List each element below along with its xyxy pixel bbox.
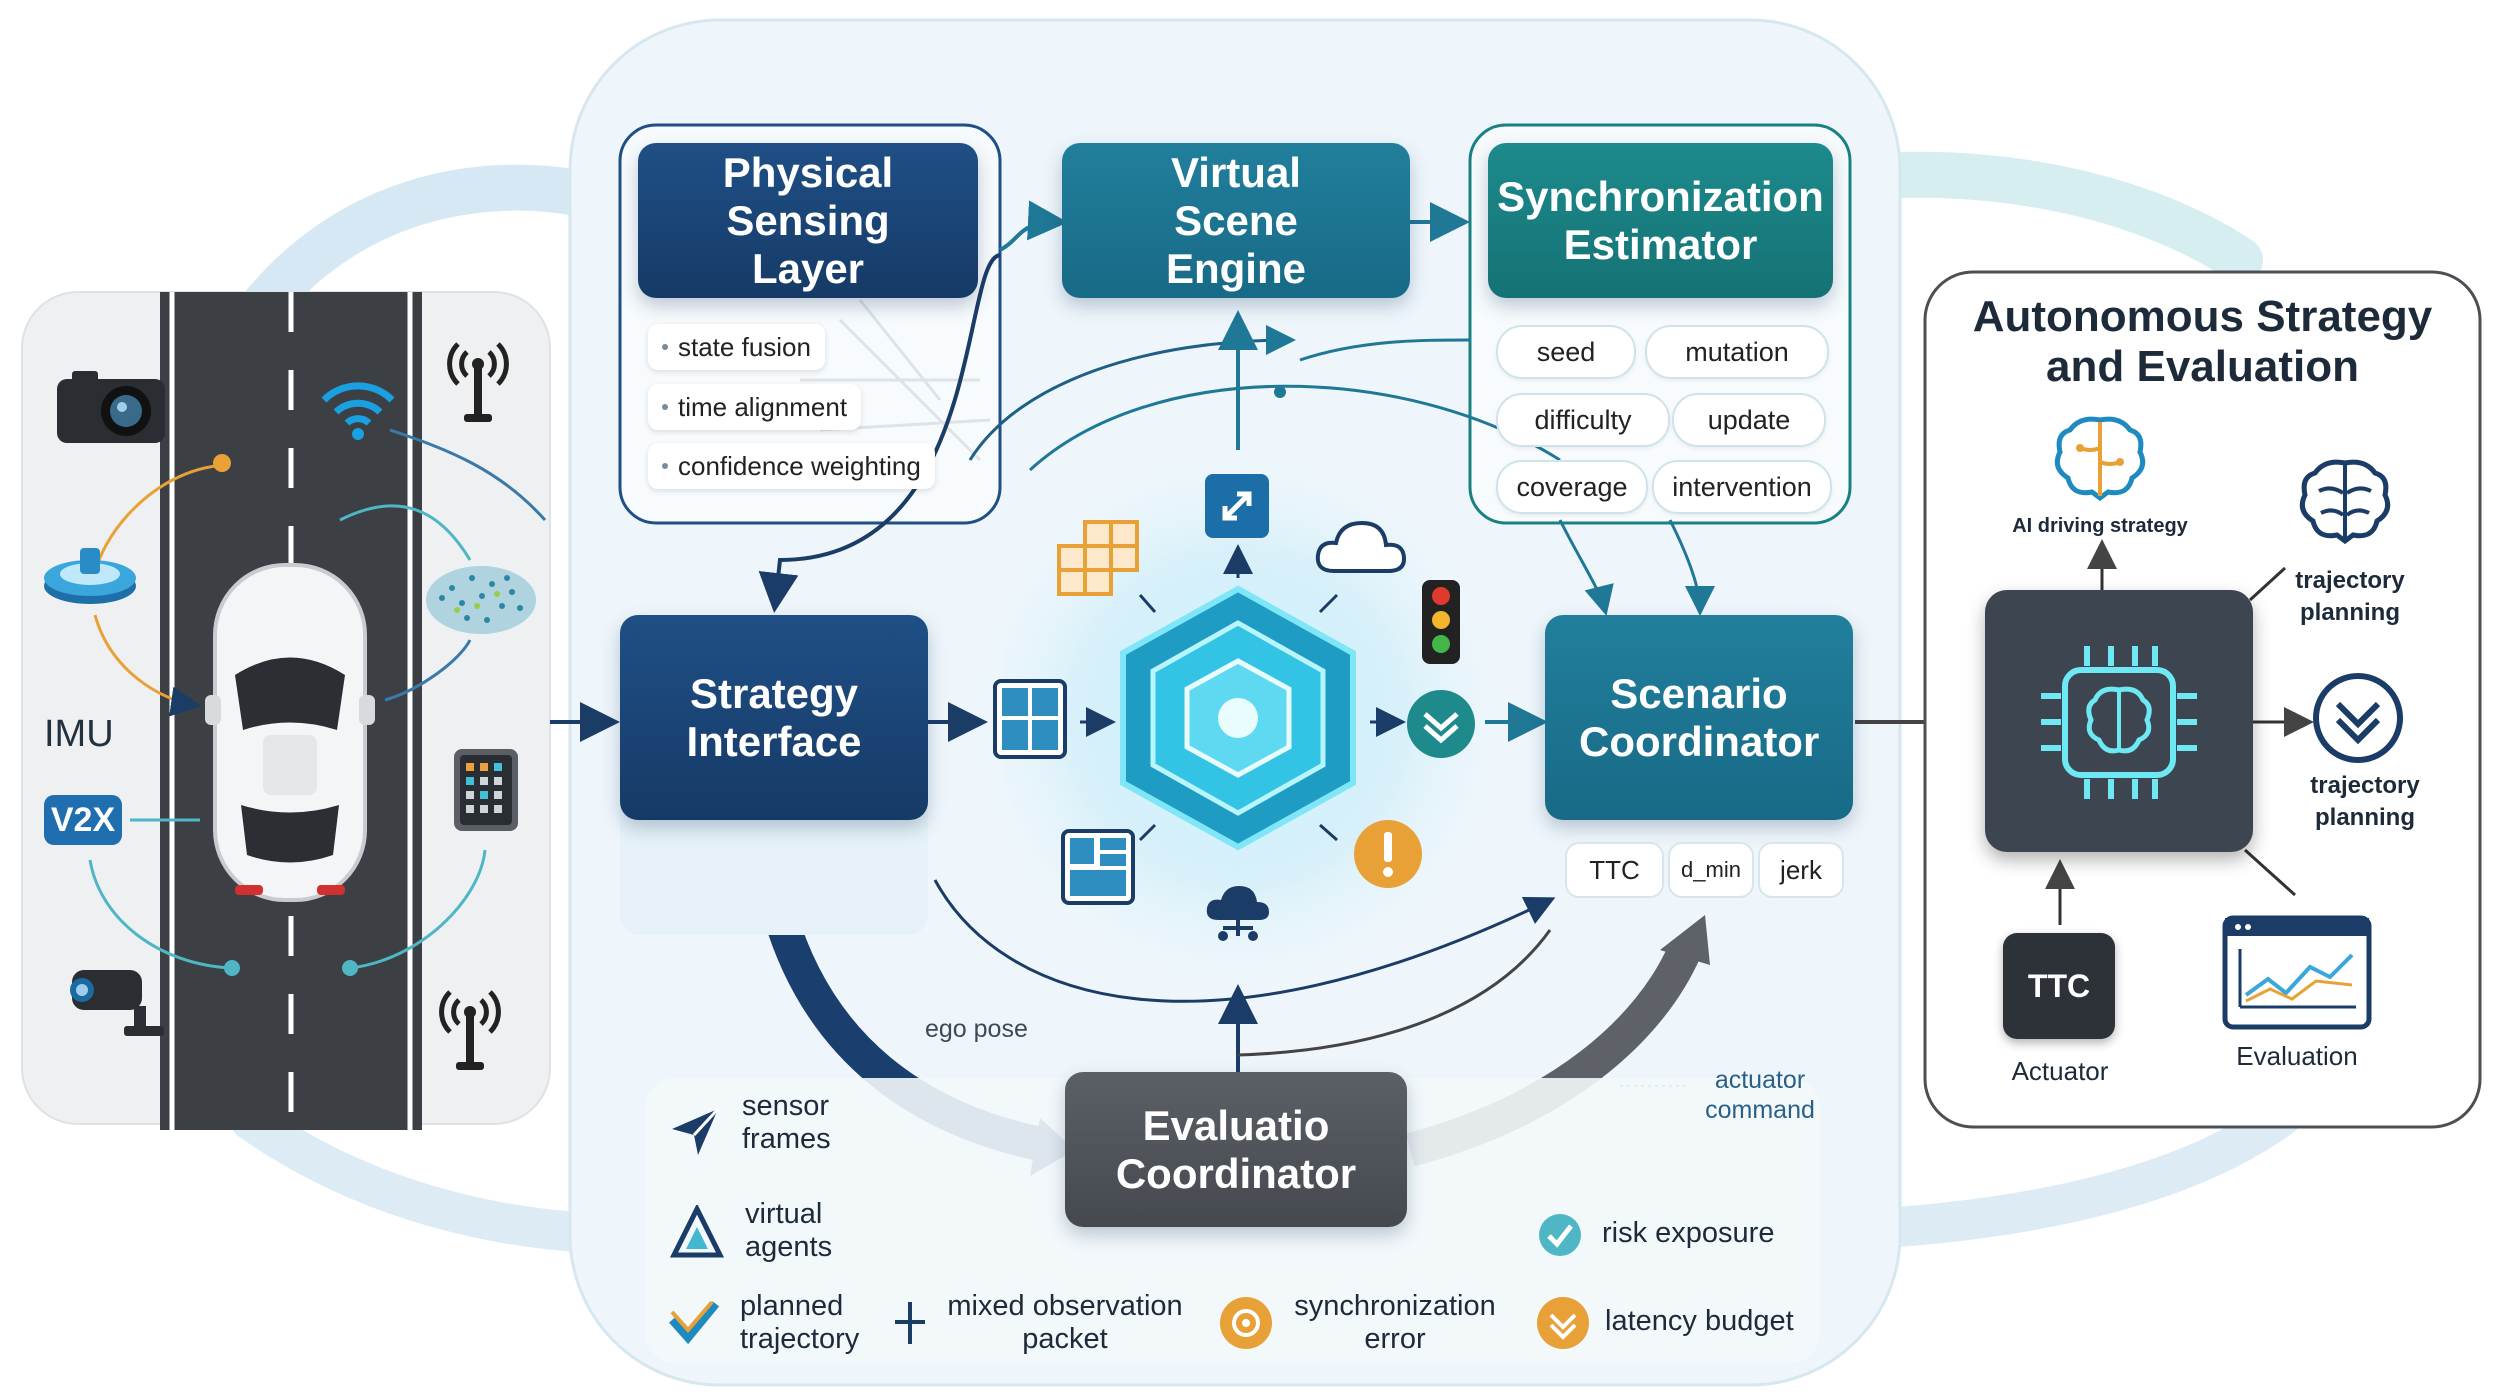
legend-sensor-frames: sensor frames xyxy=(742,1090,831,1155)
imu-label: IMU xyxy=(44,713,114,755)
sync-item-label: difficulty xyxy=(1534,404,1632,435)
security-camera-icon xyxy=(62,960,172,1040)
legend-synchronization-error: synchronization error xyxy=(1294,1290,1496,1355)
evaluation-coordinator-box[interactable]: Evaluatio Coordinator xyxy=(1065,1072,1407,1227)
cloud-network-icon xyxy=(1203,880,1273,944)
car-icon xyxy=(205,555,375,910)
sync-item-difficulty: difficulty xyxy=(1496,393,1670,447)
chip-icon xyxy=(2035,640,2203,805)
antenna-icon xyxy=(438,332,518,426)
synchronization-estimator-label: Synchronization Estimator xyxy=(1497,172,1824,268)
virtual-scene-engine-label: Virtual Scene Engine xyxy=(1165,148,1306,292)
actuator-label: Actuator xyxy=(2011,1056,2109,1086)
point-cloud-icon xyxy=(422,548,540,644)
bullet-dot xyxy=(662,404,668,410)
sync-item-seed: seed xyxy=(1496,325,1636,379)
latency-budget-icon xyxy=(1535,1295,1591,1351)
evaluation-label: Evaluation xyxy=(2236,1041,2358,1071)
virtual-agents-icon xyxy=(669,1203,725,1263)
lidar-icon xyxy=(40,530,140,610)
sensing-item-label: time alignment xyxy=(678,391,848,422)
synchronization-estimator-box[interactable]: Synchronization Estimator xyxy=(1488,143,1833,298)
brain-outline-icon xyxy=(2295,455,2395,551)
mixed-observation-icon xyxy=(893,1300,927,1346)
virtual-scene-engine-box[interactable]: Virtual Scene Engine xyxy=(1062,143,1410,298)
metric-d-min: d_min xyxy=(1668,842,1754,898)
sync-item-label: intervention xyxy=(1672,471,1812,502)
traffic-light-icon xyxy=(1418,578,1464,670)
bullet-dot xyxy=(662,463,668,469)
chart-icon xyxy=(2222,915,2372,1030)
expand-icon xyxy=(1203,472,1271,540)
blocks-icon xyxy=(1055,518,1143,602)
sync-item-mutation: mutation xyxy=(1645,325,1829,379)
synchronization-error-icon xyxy=(1218,1295,1274,1351)
grid-icon xyxy=(992,678,1068,760)
evaluation-coordinator-label: Evaluatio Coordinator xyxy=(1115,1101,1357,1197)
check-down-icon xyxy=(1405,688,1477,760)
legend-latency-budget: latency budget xyxy=(1605,1305,1794,1337)
dashboard-icon xyxy=(450,745,522,835)
warning-icon xyxy=(1352,818,1424,890)
planned-trajectory-icon xyxy=(668,1300,720,1345)
sync-item-coverage: coverage xyxy=(1496,460,1648,514)
strategy-interface-box[interactable]: Strategy Interface xyxy=(620,615,928,820)
hexagon-core-icon xyxy=(1113,583,1363,853)
trajectory-check-icon xyxy=(2310,670,2406,766)
sync-item-label: update xyxy=(1707,404,1791,435)
sync-item-label: coverage xyxy=(1516,471,1628,502)
v2x-label: V2X xyxy=(50,800,116,839)
risk-exposure-icon xyxy=(1537,1212,1583,1258)
sensing-item-state-fusion: state fusion xyxy=(648,324,825,370)
ttc-chip: TTC xyxy=(2003,933,2115,1039)
scenario-coordinator-label: Scenario Coordinator xyxy=(1579,669,1820,765)
cloud-icon xyxy=(1312,515,1408,577)
sensing-item-label: state fusion xyxy=(678,331,811,362)
strategy-interface-label: Strategy Interface xyxy=(686,669,862,765)
v2x-badge: V2X xyxy=(44,795,122,845)
legend-planned-trajectory: planned trajectory xyxy=(740,1290,860,1355)
sync-item-label: mutation xyxy=(1685,336,1789,367)
camera-icon xyxy=(52,365,170,447)
ai-driving-strategy-label: AI driving strategy xyxy=(2012,515,2188,537)
wifi-icon xyxy=(318,372,398,442)
physical-sensing-layer-label: Physical Sensing Layer xyxy=(722,148,894,292)
sensing-item-label: confidence weighting xyxy=(678,450,921,481)
physical-sensing-layer-box[interactable]: Physical Sensing Layer xyxy=(638,143,978,298)
layout-icon xyxy=(1060,828,1136,906)
sync-item-intervention: intervention xyxy=(1652,460,1832,514)
sensor-frames-icon xyxy=(668,1105,722,1159)
ttc-chip-label: TTC xyxy=(2027,967,2091,1004)
metric-label: d_min xyxy=(1681,857,1741,882)
legend-virtual-agents: virtual agents xyxy=(745,1198,833,1263)
metric-ttc: TTC xyxy=(1565,842,1664,898)
actuator-command-label: actuator command xyxy=(1705,1066,1815,1124)
ego-pose-label: ego pose xyxy=(925,1015,1028,1043)
trajectory-planning-label-1: trajectory planning xyxy=(2295,567,2405,626)
antenna-icon-bottom xyxy=(430,980,510,1074)
sensing-item-confidence-weighting: confidence weighting xyxy=(648,443,935,489)
legend-mixed-observation-packet: mixed observation packet xyxy=(947,1290,1183,1355)
brain-icon xyxy=(2050,412,2150,502)
bullet-dot xyxy=(662,344,668,350)
metric-label: jerk xyxy=(1780,854,1822,885)
right-panel-title: Autonomous Strategy and Evaluation xyxy=(1972,292,2433,391)
legend-risk-exposure: risk exposure xyxy=(1602,1217,1775,1249)
metric-label: TTC xyxy=(1589,854,1640,885)
sync-item-label: seed xyxy=(1536,336,1596,367)
scenario-coordinator-box[interactable]: Scenario Coordinator xyxy=(1545,615,1853,820)
sensing-item-time-alignment: time alignment xyxy=(648,384,862,430)
sync-item-update: update xyxy=(1672,393,1826,447)
trajectory-planning-label-2: trajectory planning xyxy=(2310,772,2420,831)
metric-jerk: jerk xyxy=(1758,842,1844,898)
